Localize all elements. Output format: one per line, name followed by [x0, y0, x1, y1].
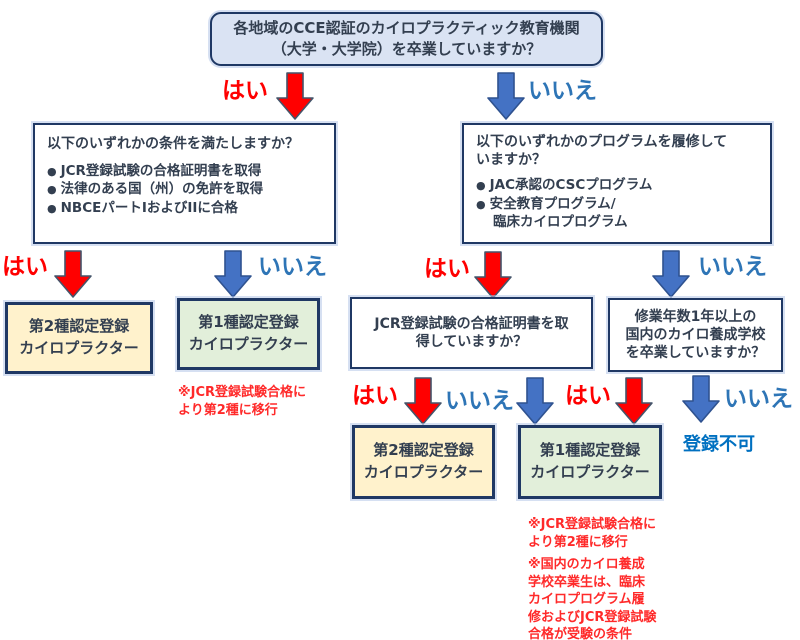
yes-arrow-icon: [276, 72, 314, 120]
no-arrow-icon: [682, 375, 720, 423]
no-arrow-icon: [516, 377, 554, 425]
bullet-item: JAC承認のCSCプログラム: [476, 176, 760, 194]
no-label: いいえ: [528, 78, 597, 104]
type1-result-box: 第1種認定登録 カイロプラクター: [177, 298, 320, 370]
yes-label: はい: [2, 254, 48, 280]
left-condition-box: 以下のいずれかの条件を満たしますか？ JCR登録試験の合格証明書を取得 法律のあ…: [33, 123, 336, 244]
registration-not-possible-label: 登録不可: [683, 434, 755, 455]
yes-label: はい: [565, 383, 611, 409]
yes-arrow-icon: [54, 250, 92, 298]
left-condition-bullets: JCR登録試験の合格証明書を取得 法律のある国（州）の免許を取得 NBCEパート…: [47, 162, 324, 217]
bullet-item: NBCEパートIおよびIIに合格: [47, 199, 324, 217]
left-condition-title: 以下のいずれかの条件を満たしますか？: [47, 136, 299, 152]
domestic-school-note: ※国内のカイロ養成 学校卒業生は、臨床 カイロプログラム履 修およびJCR登録試…: [528, 557, 657, 640]
no-arrow-icon: [214, 250, 252, 298]
type2-result-box: 第2種認定登録 カイロプラクター: [352, 425, 495, 499]
right-condition-bullets: JAC承認のCSCプログラム 安全教育プログラム/ 臨床カイロプログラム: [476, 176, 760, 231]
yes-arrow-icon: [474, 251, 512, 299]
jcr-transfer-note: ※JCR登録試験合格に より第2種に移行: [178, 385, 307, 418]
no-label: いいえ: [724, 386, 793, 412]
no-label: いいえ: [258, 254, 327, 280]
jcr-question-box: JCR登録試験の合格証明書を取 得していますか？: [350, 297, 593, 369]
right-condition-box: 以下のいずれかのプログラムを履修して いますか？ JAC承認のCSCプログラム …: [462, 123, 772, 244]
no-arrow-icon: [652, 250, 690, 298]
bullet-item: 安全教育プログラム/ 臨床カイロプログラム: [476, 195, 760, 231]
no-arrow-icon: [487, 72, 525, 120]
bullet-item: JCR登録試験の合格証明書を取得: [47, 162, 324, 180]
yes-arrow-icon: [404, 377, 442, 425]
type1-result-box: 第1種認定登録 カイロプラクター: [518, 425, 662, 499]
root-question-box: 各地域のCCE認証のカイロプラクティック教育機関 （大学・大学院）を卒業していま…: [210, 12, 603, 66]
school-question-box: 修業年数1年以上の 国内のカイロ養成学校 を卒業していますか？: [608, 298, 783, 372]
yes-label: はい: [352, 383, 398, 409]
type2-result-box: 第2種認定登録 カイロプラクター: [5, 302, 153, 374]
right-condition-title: 以下のいずれかのプログラムを履修して いますか？: [476, 134, 728, 169]
no-label: いいえ: [445, 388, 514, 414]
yes-label: はい: [424, 256, 470, 282]
bullet-item: 法律のある国（州）の免許を取得: [47, 180, 324, 198]
yes-label: はい: [222, 78, 268, 104]
no-label: いいえ: [698, 254, 767, 280]
jcr-transfer-note: ※JCR登録試験合格に より第2種に移行: [528, 517, 657, 550]
yes-arrow-icon: [615, 377, 653, 425]
